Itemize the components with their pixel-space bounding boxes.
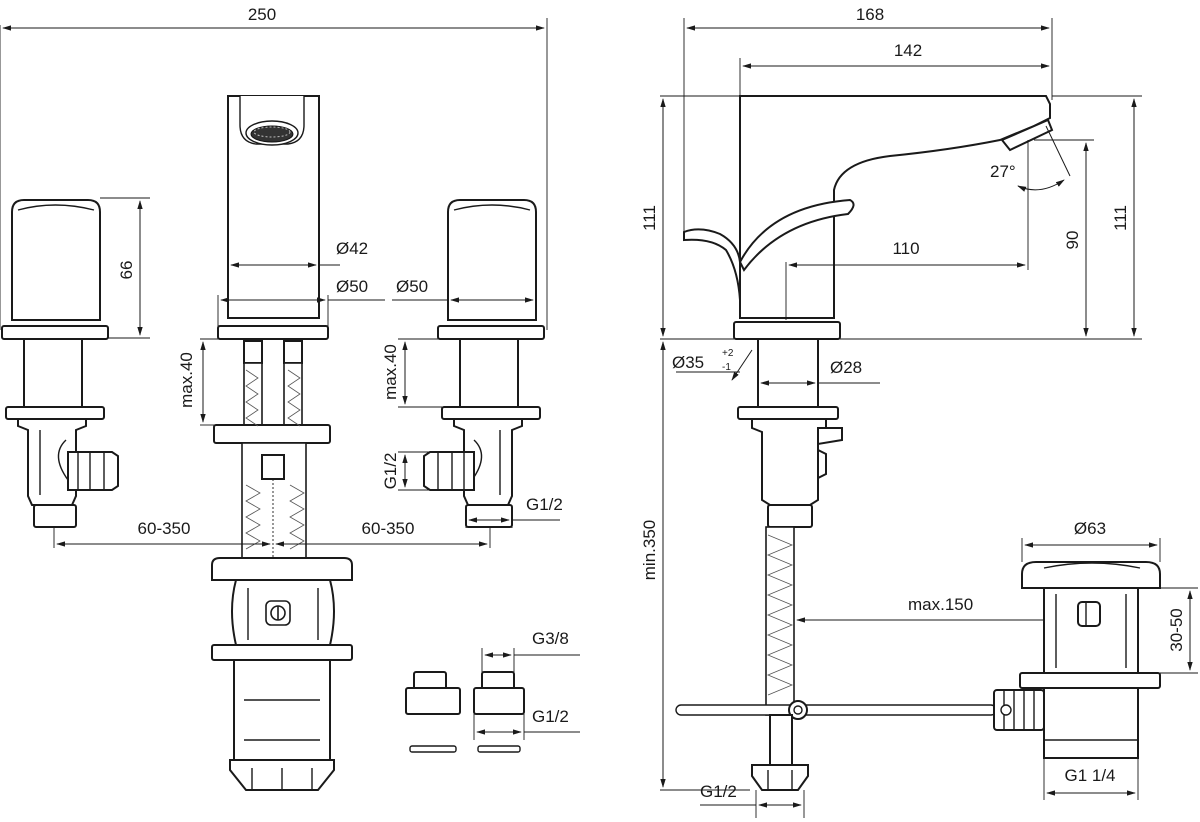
water-drop-indicator-icon <box>265 600 291 626</box>
label-diam-50-spout: Ø50 <box>336 277 368 296</box>
label-66: 66 <box>117 261 136 280</box>
label-diam-42: Ø42 <box>336 239 368 258</box>
label-max40-right: max.40 <box>381 344 400 400</box>
left-handle-valve: 66 <box>1 197 150 528</box>
label-111-left: 111 <box>640 205 659 231</box>
front-view: 250 66 <box>0 5 580 791</box>
side-view: 168 142 27° 110 111 90 111 <box>640 5 1198 818</box>
label-142: 142 <box>894 41 922 60</box>
label-168: 168 <box>856 5 884 24</box>
label-g12-tail: G1/2 <box>700 782 737 801</box>
label-tol-minus: -1 <box>722 362 731 373</box>
label-spacing-right: 60-350 <box>362 519 415 538</box>
center-hoses: max.40 60-350 60-350 <box>53 338 491 791</box>
label-min-350: min.350 <box>640 520 659 580</box>
label-110: 110 <box>892 239 919 258</box>
label-diam-63: Ø63 <box>1074 519 1106 538</box>
label-90: 90 <box>1063 231 1082 250</box>
label-max-150: max.150 <box>908 595 973 614</box>
label-30-50: 30-50 <box>1167 608 1186 651</box>
label-max40-left: max.40 <box>177 352 196 408</box>
dim-overall-width: 250 <box>0 5 548 330</box>
label-diam-50-handle: Ø50 <box>396 277 428 296</box>
label-g12-valve: G1/2 <box>526 495 563 514</box>
label-250: 250 <box>248 5 276 24</box>
center-spout: Ø42 Ø50 <box>217 95 385 340</box>
label-g12-adapter: G1/2 <box>532 707 569 726</box>
label-diam-28: Ø28 <box>830 358 862 377</box>
label-diam-35: Ø35 <box>672 353 704 372</box>
label-g12-vertical: G1/2 <box>381 453 400 490</box>
label-g38: G3/8 <box>532 629 569 648</box>
label-tol-plus: +2 <box>722 348 734 359</box>
label-angle: 27° <box>990 162 1016 181</box>
right-handle-valve: Ø50 max.40 G1/2 G1/2 <box>381 199 563 528</box>
label-g1-14: G1 1/4 <box>1064 766 1115 785</box>
adapters: G3/8 G1/2 <box>405 629 580 753</box>
label-111-right: 111 <box>1111 205 1130 231</box>
label-spacing-left: 60-350 <box>138 519 191 538</box>
